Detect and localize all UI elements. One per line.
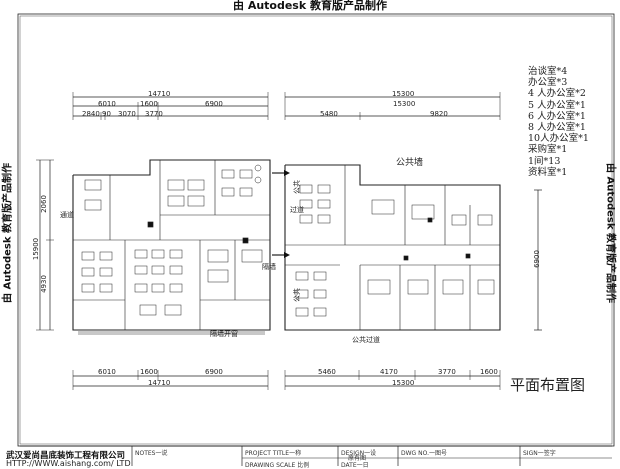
- label-partition-window: 隔墙开窗: [210, 330, 238, 338]
- dim-bottom-left-sub-2: 1600: [140, 368, 158, 376]
- dim-left-side-1: 15900: [32, 237, 41, 261]
- dim-top-left-fine-2: 90: [102, 110, 111, 118]
- dim-bottom-right-sub-4: 1600: [480, 368, 498, 376]
- legend-item: 资料室*1: [528, 166, 568, 178]
- dim-bottom-right-sub-2: 4170: [380, 368, 398, 376]
- dim-top-right-sub-2: 9820: [430, 110, 448, 118]
- dim-top-left-sub-3: 6900: [205, 100, 223, 108]
- legend-item: 8 人办公室*1: [528, 122, 586, 134]
- legend-item: 4 人办公室*2: [528, 88, 586, 100]
- label-public-left: 公共: [293, 180, 301, 194]
- edu-stamp-top: 由 Autodesk 教育版产品制作: [232, 0, 387, 12]
- label-public-right: 公共: [293, 288, 301, 302]
- design-label: DESIGN一设: [341, 450, 377, 457]
- dim-bottom-left-sub-3: 6900: [205, 368, 223, 376]
- company-name: 武汉爱尚昌底装饰工程有限公司: [6, 451, 126, 461]
- dim-bottom-left-total: 14710: [148, 379, 171, 387]
- plan-title: 平面布置图: [510, 376, 586, 394]
- dim-top-left-sub-2: 1600: [140, 100, 158, 108]
- sign-label: SIGN一签字: [523, 450, 556, 457]
- project-title-label: PROJECT TITLE一称: [245, 450, 302, 457]
- legend-item: 采购室*1: [528, 144, 568, 156]
- dim-bottom-right-sub-3: 3770: [438, 368, 456, 376]
- drawing-scale-label: DRAWING SCALE 比例: [245, 462, 310, 469]
- dim-left-side-3: 2060: [39, 195, 48, 213]
- label-partition-wall: 隔墙: [262, 263, 276, 271]
- dim-top-left-fine-3: 3070: [118, 110, 136, 118]
- dim-right-side-1: 6900: [532, 250, 541, 268]
- room-legend: 治谈室*4 办公室*3 4 人办公室*2 5 人办公室*1 6 人办公室*1 8…: [528, 66, 589, 178]
- legend-item: 1间*13: [528, 155, 561, 167]
- dwg-no-label: DWG NO.一图号: [401, 450, 447, 457]
- dim-bottom-left-sub-1: 6010: [98, 368, 116, 376]
- legend-item: 5 人办公室*1: [528, 99, 586, 111]
- dim-top-right-total: 15300: [392, 90, 415, 98]
- legend-item: 6 人办公室*1: [528, 110, 586, 122]
- legend-item: 办公室*3: [528, 77, 568, 89]
- label-public-wall: 公共墙: [396, 158, 424, 168]
- dim-left-side-2: 4930: [39, 275, 48, 293]
- label-public-corridor: 公共过道: [352, 336, 380, 344]
- legend-item: 10人办公室*1: [528, 133, 589, 145]
- dim-top-left-sub-1: 6010: [98, 100, 116, 108]
- notes-label: NOTES一说: [135, 450, 168, 457]
- dim-top-right-total-2: 15300: [393, 100, 416, 108]
- dim-top-left-fine-1: 2840: [82, 110, 100, 118]
- dim-bottom-right-total: 15300: [392, 379, 415, 387]
- legend-item: 治谈室*4: [528, 66, 568, 77]
- dim-top-left-total: 14710: [148, 90, 171, 98]
- design-value: 原有图: [348, 455, 367, 462]
- dim-top-right-sub-1: 5480: [320, 110, 338, 118]
- dim-bottom-right-sub-1: 5460: [318, 368, 336, 376]
- dim-top-left-fine-4: 3770: [145, 110, 163, 118]
- company-url: HTTP://WWW.aishang.com/ LTD: [6, 459, 131, 468]
- label-corridor-left: 通道: [60, 211, 74, 219]
- date-label: DATE一日: [341, 462, 369, 469]
- label-corridor-right: 过道: [290, 206, 304, 214]
